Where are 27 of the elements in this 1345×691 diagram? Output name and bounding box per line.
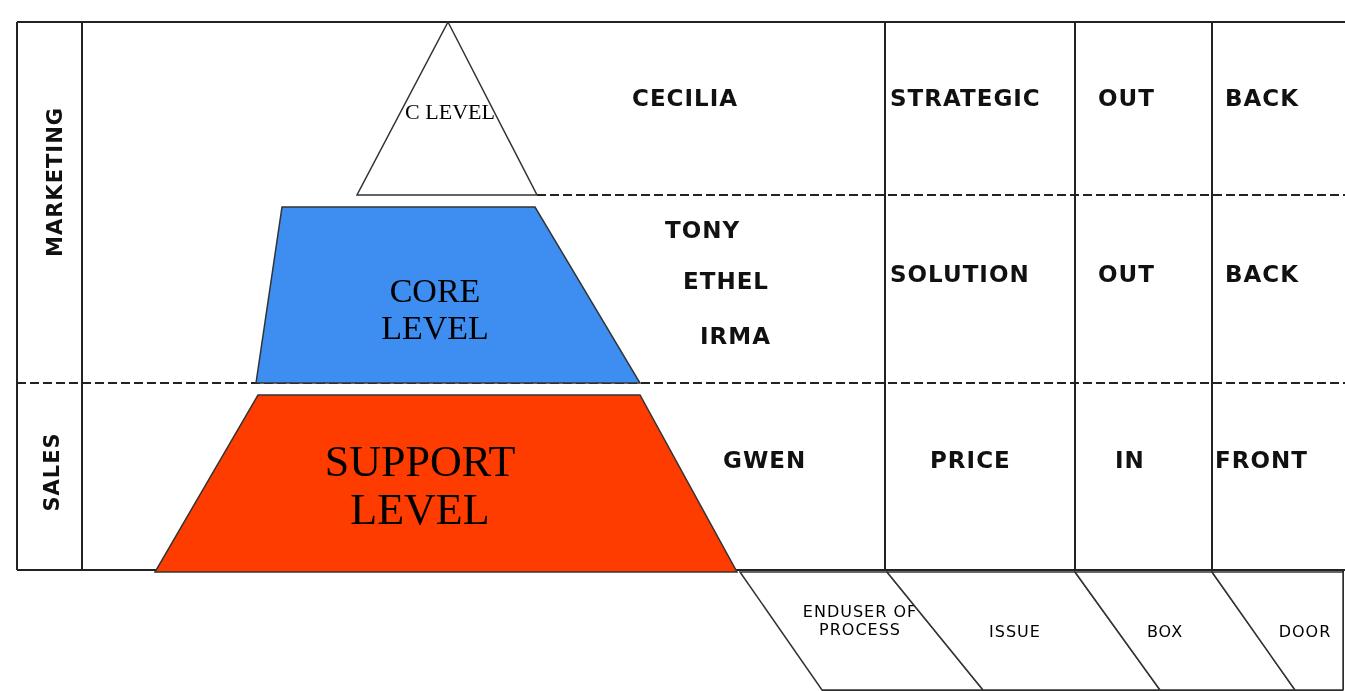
cell-text: IN — [1115, 447, 1145, 473]
cell-text: OUT — [1098, 261, 1155, 287]
cell-text: TONY — [665, 217, 741, 243]
level-label: CORE LEVEL — [380, 272, 490, 347]
pyramid-tier — [255, 206, 641, 384]
cell-text: STRATEGIC — [890, 85, 1041, 111]
row-header: SALES — [39, 432, 64, 512]
cell-label: ISSUE — [988, 623, 1042, 641]
level-label: C LEVEL — [404, 100, 496, 125]
cell-text: ETHEL — [683, 268, 770, 294]
cell-text: OUT — [1098, 85, 1155, 111]
pyramid-apex — [356, 21, 538, 196]
cell-label: BOX — [1145, 623, 1185, 641]
cell-text: GWEN — [723, 447, 807, 473]
cell-text: BACK — [1225, 261, 1300, 287]
cell-text: BACK — [1225, 85, 1300, 111]
row-header: MARKETING — [42, 107, 67, 257]
cell-text: IRMA — [700, 323, 771, 349]
cell-text: CECILIA — [632, 85, 739, 111]
cell-label: ENDUSER OF PROCESS — [801, 603, 919, 639]
slanted-cell — [1211, 571, 1344, 691]
cell-text: SOLUTION — [890, 261, 1030, 287]
cell-label: DOOR — [1277, 623, 1333, 641]
slanted-cell — [739, 571, 984, 691]
cell-text: FRONT — [1215, 447, 1308, 473]
level-label: SUPPORT LEVEL — [323, 438, 517, 535]
cell-text: PRICE — [930, 447, 1011, 473]
